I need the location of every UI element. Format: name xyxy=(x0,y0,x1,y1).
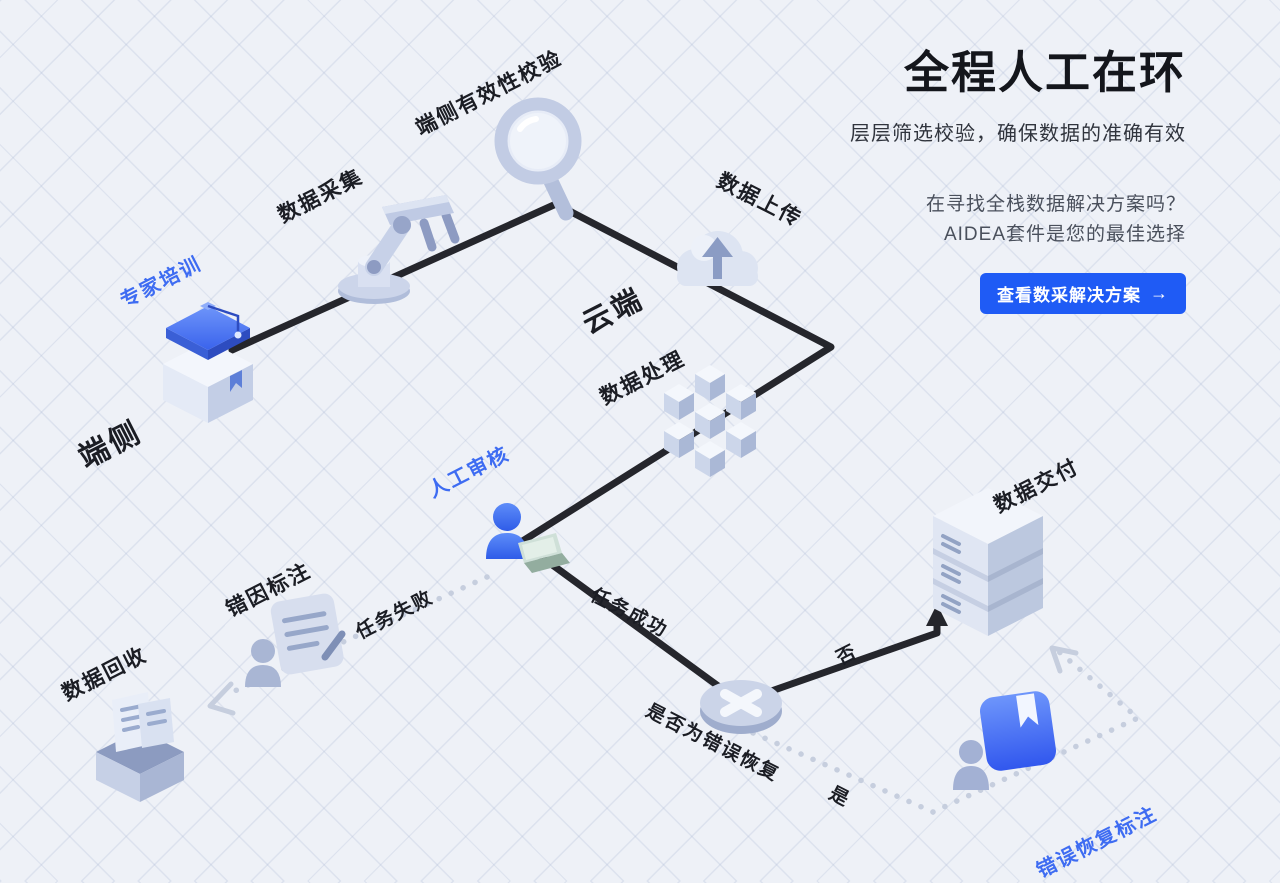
pitch-line-1: 在寻找全栈数据解决方案吗？ xyxy=(925,194,1186,215)
flow-arrowhead xyxy=(926,604,948,626)
recovery-dotted-path xyxy=(750,648,1144,816)
pitch-line-2: AIDEA套件是您的最佳选择 xyxy=(943,224,1186,246)
arrow-right-icon: → xyxy=(1150,282,1169,303)
server-stack-icon xyxy=(921,486,1056,651)
person-document-icon xyxy=(241,591,351,701)
pitch-text: 在寻找全栈数据解决方案吗？ AIDEA套件是您的最佳选择 xyxy=(926,190,1186,251)
robot-arm-icon xyxy=(316,183,466,313)
cta-label: 查看数采解决方案 xyxy=(997,285,1141,305)
person-laptop-icon xyxy=(466,493,576,593)
magnifier-icon xyxy=(486,93,596,223)
x-decision-icon xyxy=(691,661,791,751)
recovery-arrowhead xyxy=(1049,645,1079,674)
page-title: 全程人工在环 xyxy=(903,47,1186,98)
graduation-cap-icon xyxy=(138,286,278,426)
subtitle: 层层筛选校验，确保数据的准确有效 xyxy=(850,123,1186,145)
archive-box-icon xyxy=(76,686,206,806)
cloud-upload-icon xyxy=(661,211,771,306)
task-failed-arrowhead xyxy=(207,681,236,716)
cta-button[interactable]: 查看数采解决方案 → xyxy=(980,272,1186,314)
data-cubes-icon xyxy=(650,365,770,481)
info-panel: 全程人工在环 层层筛选校验，确保数据的准确有效 在寻找全栈数据解决方案吗？ AI… xyxy=(850,36,1186,314)
person-book-icon xyxy=(951,686,1061,806)
